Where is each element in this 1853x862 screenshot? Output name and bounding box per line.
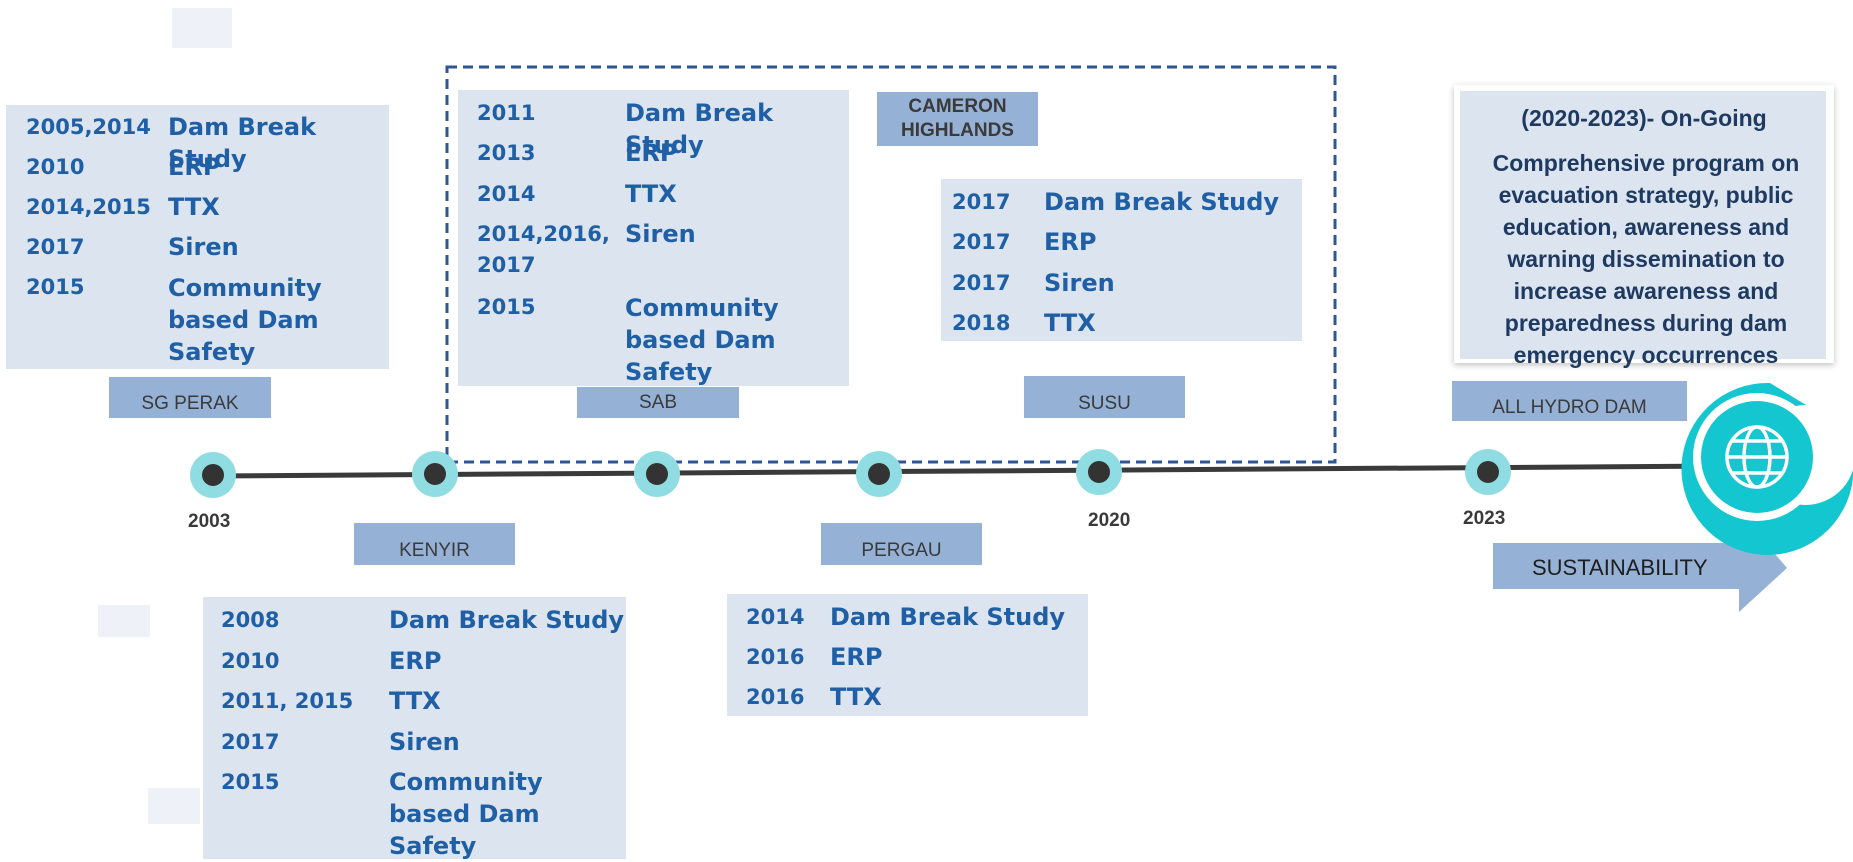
susu-item: TTX	[1044, 309, 1096, 337]
susu-year: 2017	[952, 271, 1011, 295]
pergau-year: 2014	[746, 605, 805, 629]
all-hydro-dam-label: ALL HYDRO DAM	[1452, 381, 1687, 421]
timeline-dot-all-hydro	[1465, 449, 1511, 495]
background-shape	[98, 605, 150, 637]
globe-icon	[1681, 382, 1853, 555]
kenyir-year: 2017	[221, 730, 280, 754]
ongoing-title: (2020-2023)- On-Going	[1521, 105, 1767, 131]
susu-item: Siren	[1044, 269, 1115, 297]
sab-item: Dam Break Study	[625, 99, 774, 159]
kenyir-item: TTX	[389, 687, 441, 715]
ongoing-card: (2020-2023)- On-Going Comprehensive prog…	[1454, 85, 1834, 368]
sg-perak-year: 2017	[26, 235, 85, 259]
sab-item: Community based Dam Safety	[625, 294, 779, 386]
kenyir-label: KENYIR	[354, 523, 515, 565]
pergau-label: PERGAU	[821, 523, 982, 565]
susu-year: 2018	[952, 311, 1011, 335]
kenyir-item: ERP	[389, 647, 442, 675]
sab-item: Siren	[625, 220, 696, 248]
sg-perak-year: 2010	[26, 155, 85, 179]
susu-year: 2017	[952, 230, 1011, 254]
timeline-dot-sg-perak	[190, 452, 236, 498]
cameron-label-line2: HIGHLANDS	[901, 120, 1014, 141]
sg-perak-item: Community based Dam Safety	[168, 274, 322, 366]
sab-year: 2014	[477, 182, 536, 206]
timeline-dot-susu	[1076, 449, 1122, 495]
kenyir-item: Siren	[389, 728, 460, 756]
sab-year: 2013	[477, 141, 536, 165]
sg-perak-year: 2014,2015	[26, 195, 151, 219]
kenyir-year: 2010	[221, 649, 280, 673]
ongoing-card-fill	[1460, 91, 1826, 359]
susu-item: ERP	[1044, 228, 1097, 256]
susu-panel: 2017 Dam Break Study 2017 ERP 2017 Siren…	[941, 179, 1302, 341]
cameron-label-line1: CAMERON	[908, 96, 1007, 117]
year-label-2023: 2023	[1463, 508, 1506, 529]
sg-perak-item: TTX	[168, 193, 220, 221]
timeline-dot-sab	[634, 451, 680, 497]
sab-panel: 2011 Dam Break Study 2013 ERP 2014 TTX 2…	[458, 90, 849, 386]
kenyir-year: 2011, 2015	[221, 689, 354, 713]
kenyir-year: 2008	[221, 608, 280, 632]
sab-year: 2014,2016, 2017	[477, 222, 610, 277]
pergau-item: Dam Break Study	[830, 603, 1066, 631]
pergau-item: ERP	[830, 643, 883, 671]
sg-perak-item: Siren	[168, 233, 239, 261]
pergau-year: 2016	[746, 685, 805, 709]
kenyir-year: 2015	[221, 770, 280, 794]
sg-perak-year: 2005,2014	[26, 115, 151, 139]
year-label-2003: 2003	[188, 511, 231, 532]
susu-year: 2017	[952, 190, 1011, 214]
ongoing-body: Comprehensive program on evacuation stra…	[1492, 150, 1800, 368]
cameron-highlands-label: CAMERON HIGHLANDS	[877, 92, 1038, 146]
year-label-2020: 2020	[1088, 510, 1131, 531]
sab-label: SAB	[577, 387, 739, 418]
background-shape	[148, 788, 200, 824]
sustainability-label: SUSTAINABILITY	[1532, 555, 1708, 580]
pergau-year: 2016	[746, 645, 805, 669]
kenyir-panel: 2008 Dam Break Study 2010 ERP 2011, 2015…	[203, 597, 626, 860]
sustainability-arrow	[1493, 512, 1787, 612]
sg-perak-panel: 2005,2014 Dam Break Study 2010 ERP 2014,…	[6, 105, 389, 369]
pergau-item: TTX	[830, 683, 882, 711]
sab-item: ERP	[625, 139, 678, 167]
sab-item: TTX	[625, 180, 677, 208]
sg-perak-item: Dam Break Study	[168, 113, 317, 173]
timeline-dot-kenyir	[412, 451, 458, 497]
dashed-group-box	[445, 65, 1337, 464]
pergau-panel: 2014 Dam Break Study 2016 ERP 2016 TTX	[727, 594, 1088, 716]
kenyir-item: Dam Break Study	[389, 606, 625, 634]
susu-label: SUSU	[1024, 376, 1185, 418]
kenyir-item: Community based Dam Safety	[389, 768, 543, 860]
timeline-dot-pergau	[856, 451, 902, 497]
susu-item: Dam Break Study	[1044, 188, 1280, 216]
sg-perak-item: ERP	[168, 153, 221, 181]
sg-perak-year: 2015	[26, 275, 85, 299]
background-shape	[172, 8, 232, 48]
sab-year: 2011	[477, 101, 536, 125]
sg-perak-label: SG PERAK	[109, 377, 271, 418]
sab-year: 2015	[477, 295, 536, 319]
